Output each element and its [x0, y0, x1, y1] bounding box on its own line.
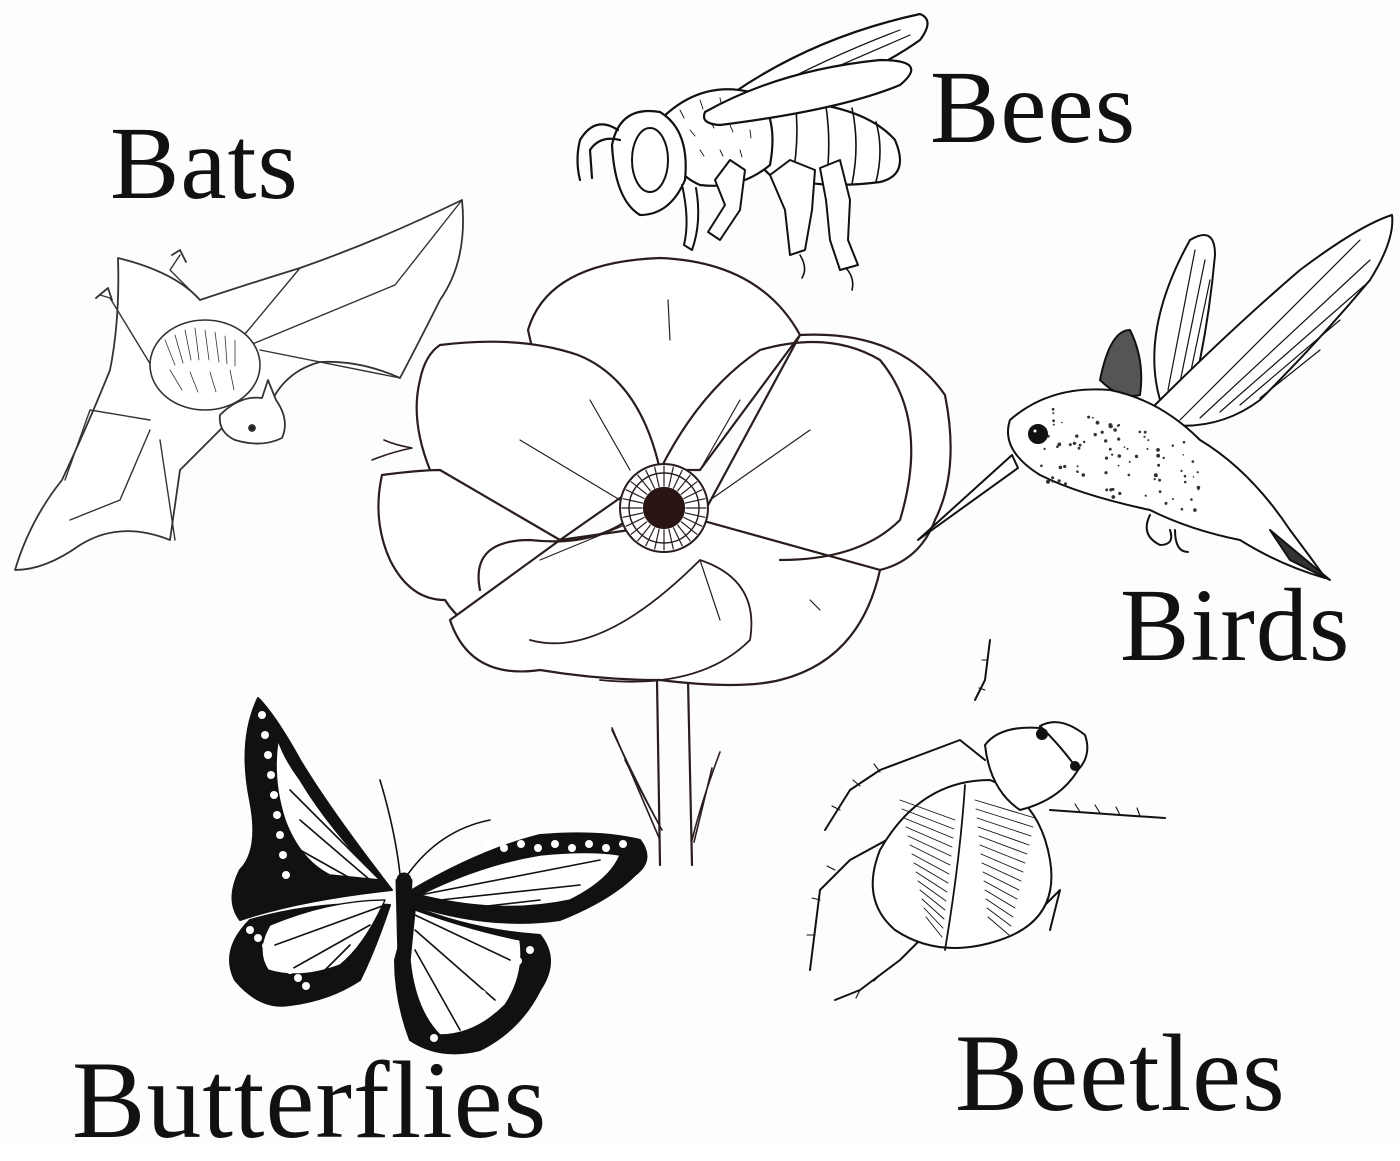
hummingbird-icon — [918, 215, 1392, 580]
label-butterflies: Butterflies — [72, 1045, 547, 1155]
bee-icon — [578, 14, 928, 290]
beetle-icon — [807, 640, 1165, 1000]
flower-icon — [372, 258, 951, 865]
label-bees: Bees — [930, 56, 1136, 160]
butterfly-icon — [230, 698, 646, 1053]
label-bats: Bats — [110, 112, 299, 216]
label-birds: Birds — [1120, 574, 1350, 678]
label-beetles: Beetles — [955, 1018, 1286, 1128]
